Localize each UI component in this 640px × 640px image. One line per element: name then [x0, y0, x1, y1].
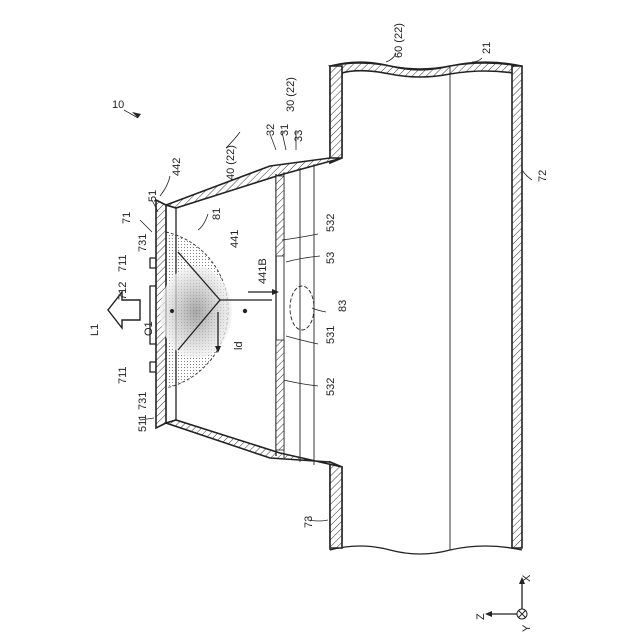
axis-z-label: Z	[475, 613, 487, 620]
label-32: 32	[265, 124, 277, 136]
label-ld: ld	[233, 341, 245, 350]
label-O1: O1	[143, 321, 155, 336]
tube-60	[330, 62, 522, 554]
label-51: 51	[147, 190, 159, 202]
label-72: 72	[537, 170, 549, 182]
tube-wall-bottom	[512, 66, 522, 548]
label-711-a: 711	[117, 254, 129, 272]
electrode-532-top	[276, 176, 284, 256]
label-71: 71	[121, 212, 133, 224]
region-83	[290, 286, 314, 330]
electrode-532-bottom	[276, 340, 284, 450]
label-532-a: 532	[325, 214, 337, 232]
axis-x-label: X	[521, 574, 533, 582]
housing-wall-bottom	[166, 420, 342, 467]
label-31: 31	[279, 124, 291, 136]
label-21: 21	[481, 42, 493, 54]
label-531: 531	[325, 326, 337, 344]
label-81: 81	[211, 208, 223, 220]
label-40-22: 40 (22)	[225, 145, 237, 180]
label-711-b: 711	[117, 366, 129, 384]
label-83: 83	[337, 300, 349, 312]
emission-region-81	[160, 232, 279, 388]
housing-wall-top	[166, 158, 342, 208]
label-30-22: 30 (22)	[285, 77, 297, 112]
label-511: 511	[137, 414, 149, 432]
label-60-22: 60 (22)	[393, 23, 405, 58]
label-442: 442	[171, 158, 183, 176]
axis-y-label: Y	[521, 624, 533, 632]
label-10: 10	[112, 99, 124, 111]
label-33: 33	[293, 130, 305, 142]
label-L1: L1	[89, 324, 101, 336]
label-53: 53	[325, 252, 337, 264]
label-73: 73	[303, 516, 315, 528]
label-712: 712	[117, 282, 129, 300]
label-532-b: 532	[325, 378, 337, 396]
coordinate-axes	[485, 577, 527, 619]
label-731-a: 731	[137, 234, 149, 252]
label-731-b: 731	[137, 392, 149, 410]
label-441B: 441B	[257, 258, 269, 284]
label-441: 441	[229, 230, 241, 248]
